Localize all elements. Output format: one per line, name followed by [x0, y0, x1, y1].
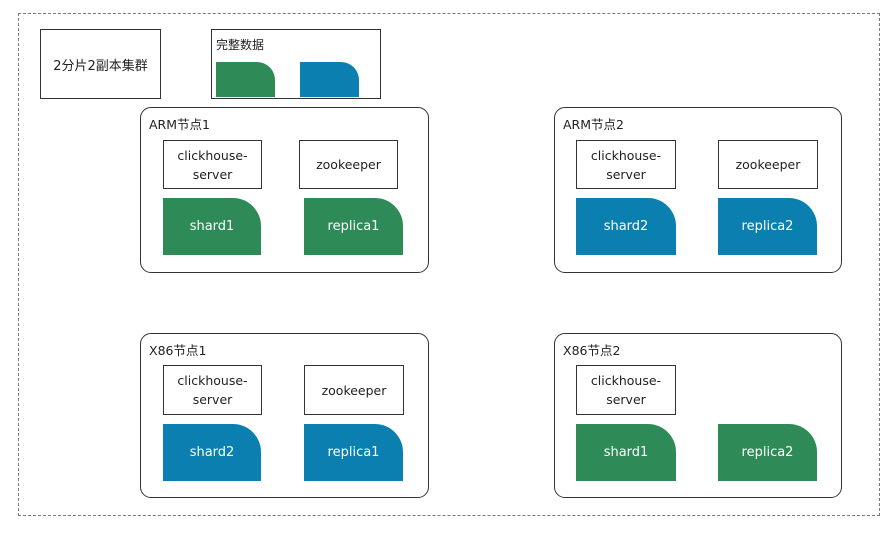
node-arm-1: ARM节点1 clickhouse- server zookeeper shar…	[140, 107, 429, 273]
zookeeper-box: zookeeper	[304, 365, 404, 415]
shard-label: shard1	[603, 445, 649, 460]
node-x86-1: X86节点1 clickhouse- server zookeeper shar…	[140, 333, 429, 498]
legend-title: 完整数据	[216, 38, 265, 52]
shard-label: shard2	[603, 219, 649, 234]
clickhouse-server-label: clickhouse- server	[177, 147, 248, 182]
replica-block: replica2	[718, 424, 817, 481]
clickhouse-server-label: clickhouse- server	[177, 373, 248, 407]
replica-label: replica1	[327, 219, 380, 234]
replica-label: replica2	[741, 219, 794, 234]
legend-green-swatch	[216, 62, 275, 97]
zookeeper-box: zookeeper	[718, 140, 818, 189]
clickhouse-server-box: clickhouse- server	[576, 140, 676, 189]
replica-label: replica1	[327, 445, 380, 460]
replica-block: replica2	[718, 198, 817, 255]
node-x86-2: X86节点2 clickhouse- server shard1 replica…	[554, 333, 842, 498]
shard-label: shard1	[189, 219, 235, 234]
zookeeper-box: zookeeper	[299, 140, 398, 189]
cluster-title: 2分片2副本集群	[53, 58, 148, 74]
clickhouse-server-box: clickhouse- server	[576, 365, 676, 415]
replica-block: replica1	[304, 198, 403, 255]
shard-block: shard1	[163, 198, 261, 255]
zookeeper-label: zookeeper	[316, 157, 381, 172]
zookeeper-label: zookeeper	[735, 157, 801, 172]
zookeeper-label: zookeeper	[321, 382, 387, 398]
legend-blue-swatch	[300, 62, 359, 97]
node-label: X86节点1	[149, 343, 207, 358]
node-arm-2: ARM节点2 clickhouse- server zookeeper shar…	[554, 107, 842, 273]
replica-block: replica1	[304, 424, 403, 481]
shard-block: shard2	[576, 198, 676, 255]
cluster-boundary	[18, 13, 880, 516]
replica-label: replica2	[741, 445, 794, 460]
legend-box: 完整数据	[211, 29, 381, 99]
cluster-title-box: 2分片2副本集群	[40, 29, 161, 99]
shard-block: shard1	[576, 424, 676, 481]
node-label: X86节点2	[563, 343, 621, 358]
shard-label: shard2	[189, 445, 235, 460]
clickhouse-server-label: clickhouse- server	[590, 373, 662, 407]
node-label: ARM节点1	[149, 117, 210, 132]
clickhouse-server-box: clickhouse- server	[163, 365, 262, 415]
shard-block: shard2	[163, 424, 261, 481]
clickhouse-server-label: clickhouse- server	[590, 147, 662, 182]
node-label: ARM节点2	[563, 117, 624, 132]
clickhouse-server-box: clickhouse- server	[163, 140, 262, 189]
